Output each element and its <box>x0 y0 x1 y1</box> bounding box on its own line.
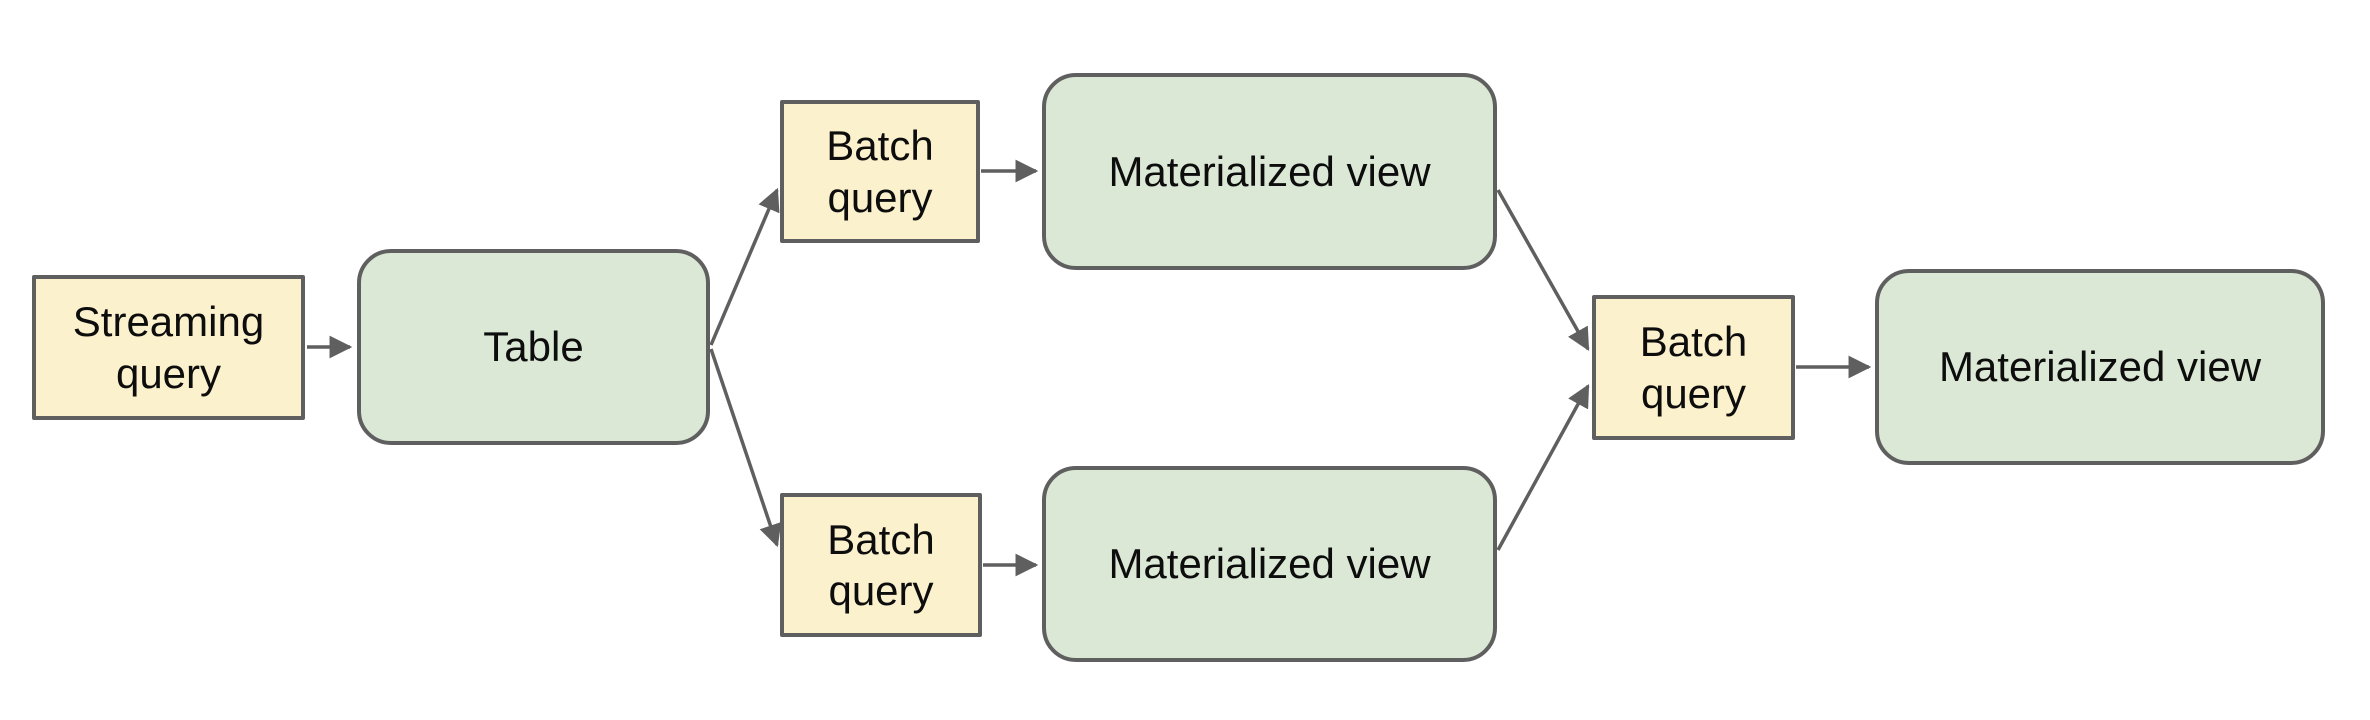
node-batch-query-merge: Batch query <box>1592 295 1795 440</box>
edge-materialized-view-top-to-batch-query-merge <box>1496 189 1590 351</box>
node-table-label: Table <box>483 323 584 371</box>
node-streaming-query: Streaming query <box>32 275 305 420</box>
node-materialized-view-top-label: Materialized view <box>1108 147 1431 195</box>
node-materialized-view-top: Materialized view <box>1042 73 1497 270</box>
node-streaming-query-label: Streaming query <box>72 298 265 397</box>
node-batch-query-bottom: Batch query <box>780 493 982 637</box>
edge-table-to-batch-query-bottom <box>709 348 782 548</box>
node-materialized-view-final-label: Materialized view <box>1938 343 2262 391</box>
node-table: Table <box>357 249 710 445</box>
node-batch-query-bottom-label: Batch query <box>827 515 935 614</box>
node-batch-query-top-label: Batch query <box>826 122 934 221</box>
edge-materialized-view-bottom-to-batch-query-merge <box>1496 384 1590 551</box>
node-materialized-view-bottom: Materialized view <box>1042 466 1497 662</box>
node-materialized-view-final: Materialized view <box>1875 269 2325 465</box>
node-materialized-view-bottom-label: Materialized view <box>1108 540 1431 588</box>
node-batch-query-merge-label: Batch query <box>1639 318 1748 417</box>
node-batch-query-top: Batch query <box>780 100 980 243</box>
edge-table-to-batch-query-top <box>709 187 780 346</box>
